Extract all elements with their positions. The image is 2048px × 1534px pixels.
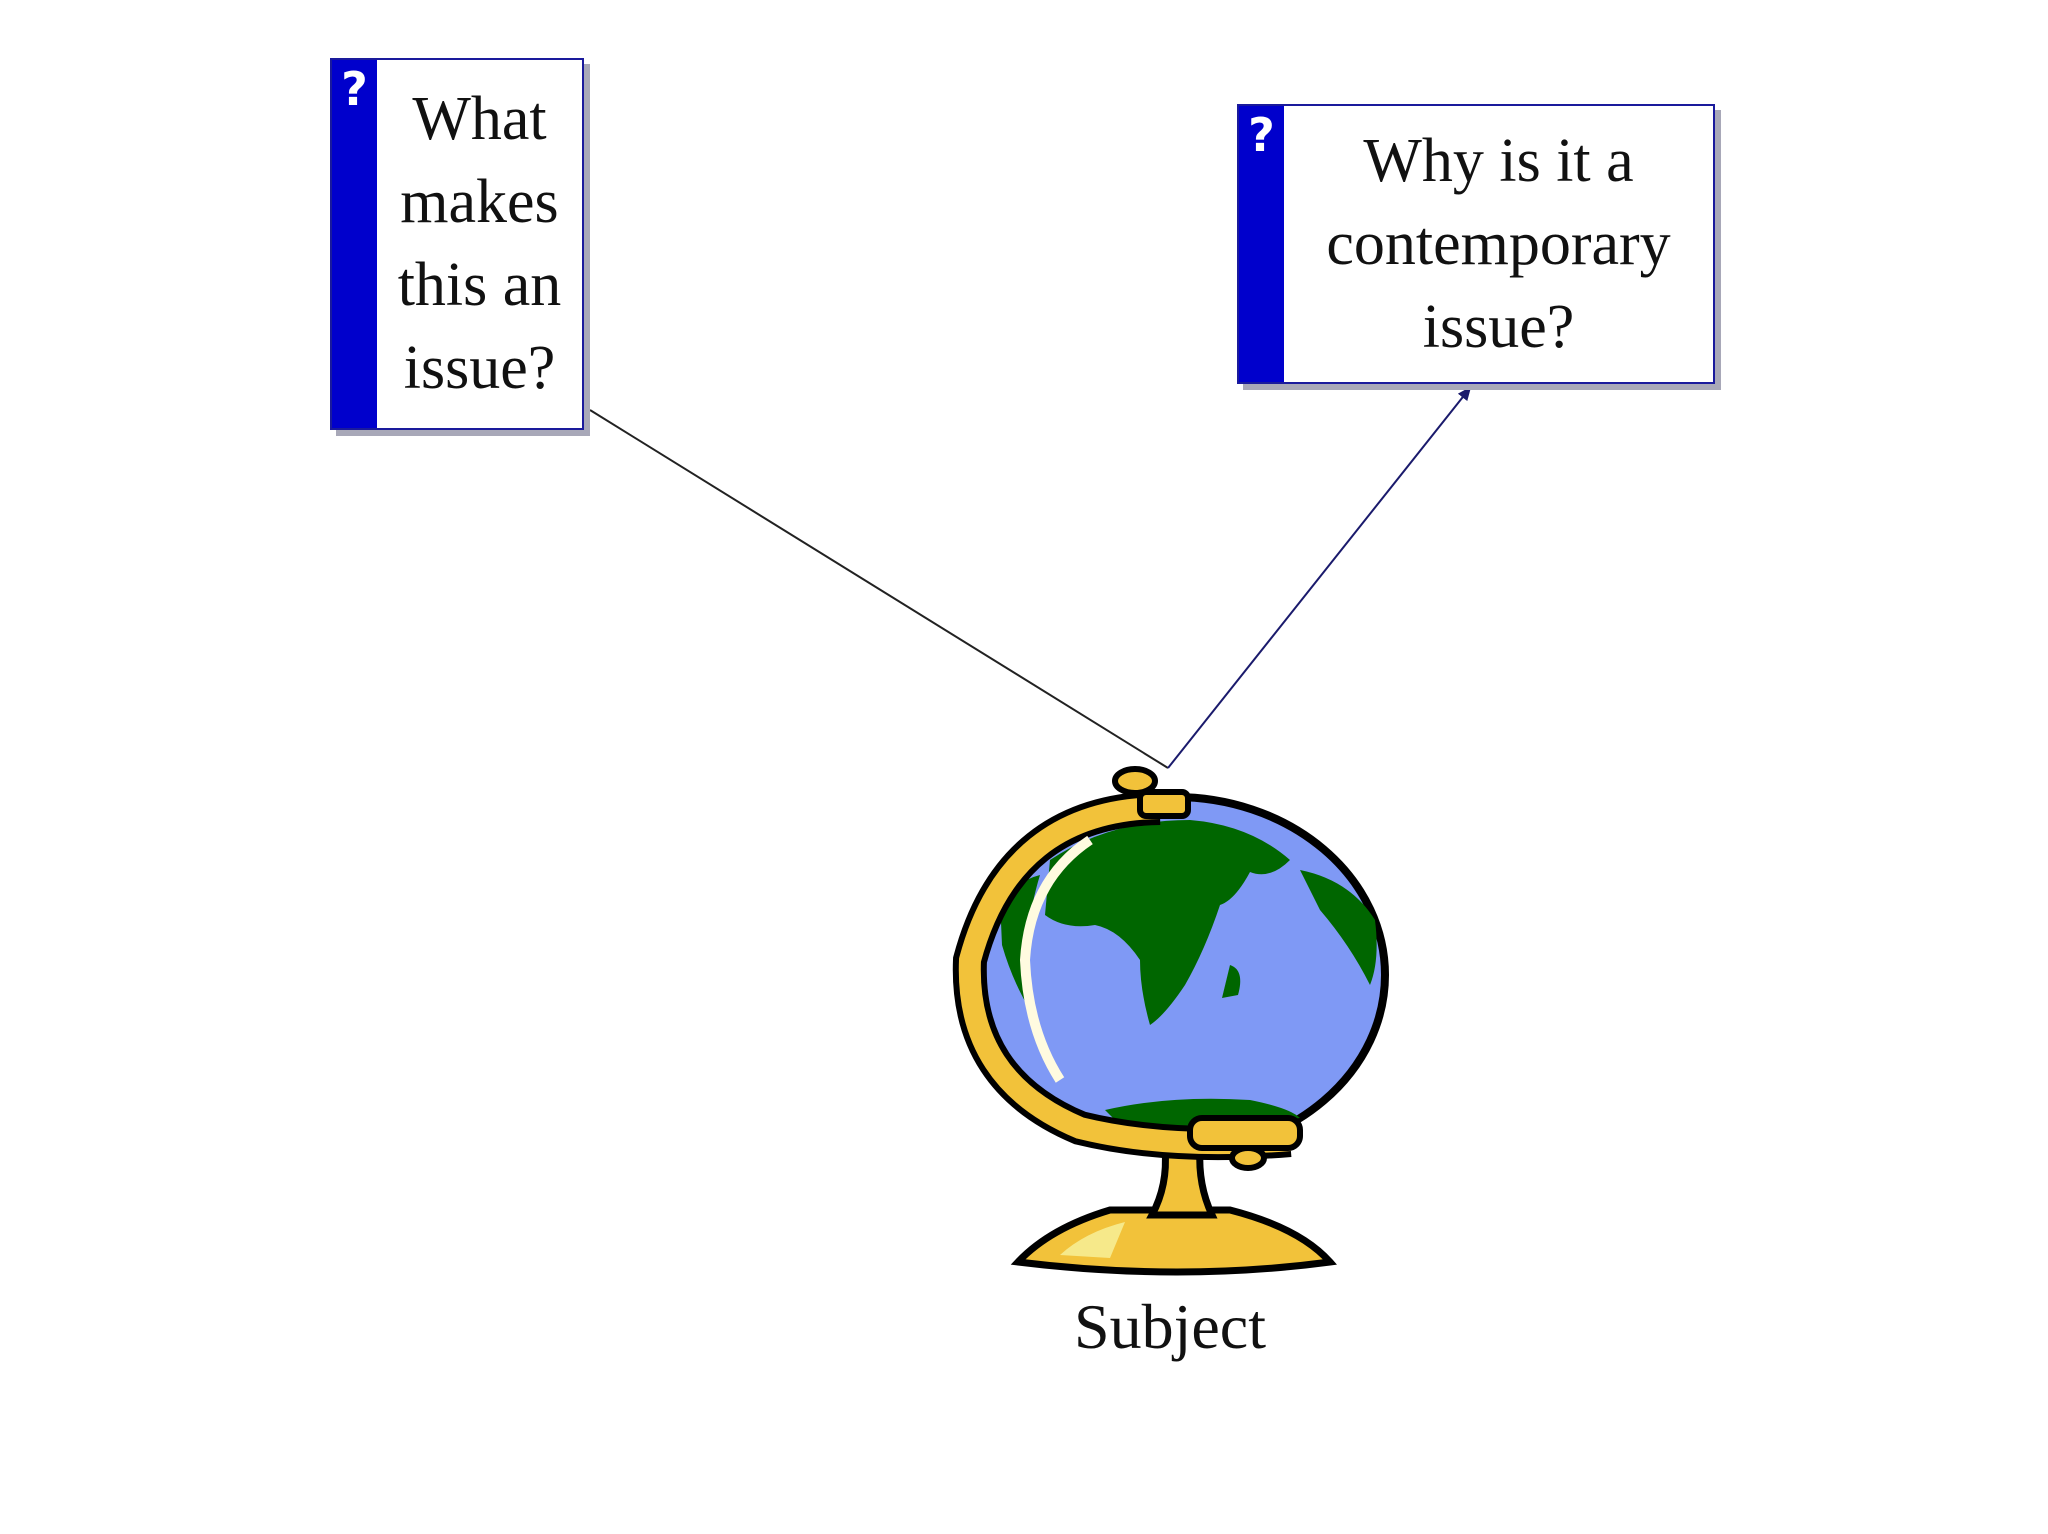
question-mark-icon: ? (341, 62, 368, 116)
card-strip: ? (1239, 106, 1284, 382)
question-card-why-contemporary: ? Why is it a contemporary issue? (1237, 104, 1715, 384)
connector-arrow-q2 (1167, 386, 1472, 769)
subject-label: Subject (1074, 1291, 1266, 1362)
question-text: Why is it a contemporary issue? (1326, 126, 1671, 361)
question-text: What makes this an issue? (397, 85, 562, 402)
globe-icon (952, 766, 1389, 1276)
connector-line-q1 (589, 409, 1169, 769)
card-strip: ? (332, 60, 377, 428)
question-mark-icon: ? (1248, 108, 1275, 162)
question-card-what-makes-issue: ? What makes this an issue? (330, 58, 584, 430)
